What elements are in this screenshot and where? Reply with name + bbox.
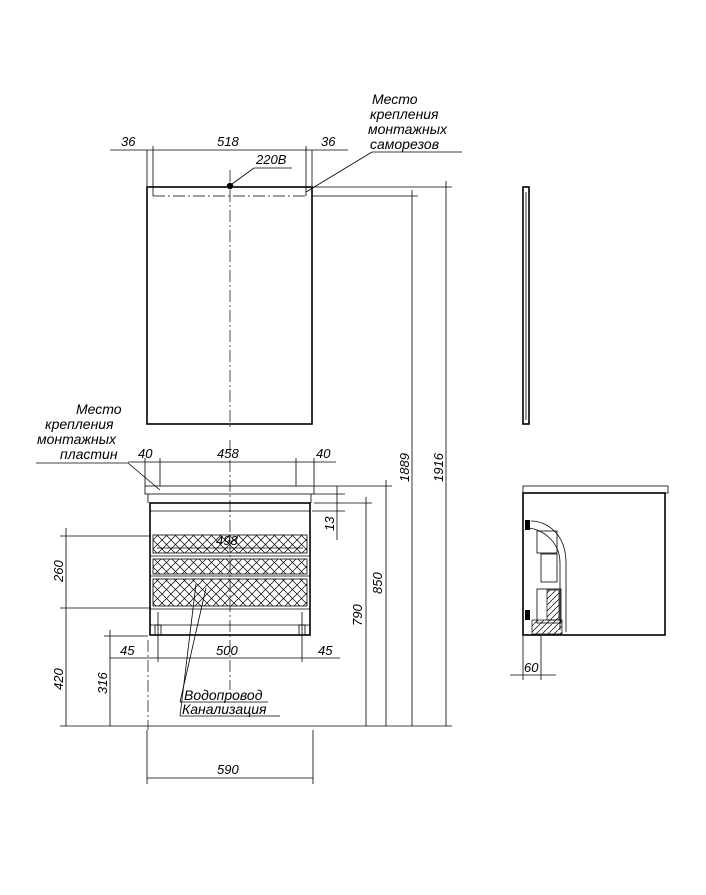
dim-mirror-span: 518 (217, 134, 239, 149)
mirror-mount-note-2: крепления (370, 106, 439, 122)
mirror-outline (146, 186, 313, 425)
dim-mirror-right-margin: 36 (321, 134, 336, 149)
dim-cabinet-offset-right: 45 (318, 643, 333, 658)
mirror-mount-note-4: саморезов (370, 136, 439, 152)
dim-height-790: 790 (350, 604, 365, 626)
dim-sewer-height: 316 (95, 672, 110, 694)
cabinet-mount-note-4: пластин (60, 446, 118, 462)
mirror-side-view (522, 186, 530, 425)
cabinet-mount-note-2: крепления (45, 416, 114, 432)
dim-mirror-left-margin: 36 (121, 134, 136, 149)
cabinet-side-view: 60 (510, 485, 669, 680)
dim-top-thickness: 13 (322, 516, 337, 531)
water-supply-label: Водопровод (184, 687, 263, 703)
dim-height-1916: 1916 (431, 452, 446, 482)
countertop (144, 485, 315, 495)
dim-overall-width: 590 (217, 762, 239, 777)
dim-cabinet-offset-left: 45 (120, 643, 135, 658)
dim-plate-left: 40 (138, 446, 153, 461)
dim-drawer-height: 260 (51, 560, 66, 583)
power-outlet-icon (226, 182, 234, 190)
mirror-mount-note-3: монтажных (368, 121, 448, 137)
dim-height-1889: 1889 (397, 453, 412, 482)
cabinet-front-view: 40 458 40 Место крепления монтажных плас… (36, 181, 452, 784)
dim-inner-width: 498 (216, 533, 238, 548)
dim-cabinet-span: 500 (216, 643, 238, 658)
power-label: 220В (255, 152, 287, 167)
cabinet-mount-note-1: Место (76, 401, 122, 417)
side-cabinet-body (522, 492, 666, 636)
dim-plate-right: 40 (316, 446, 331, 461)
cabinet-mount-note-3: монтажных (37, 431, 117, 447)
dim-pipe-height: 420 (51, 668, 66, 690)
side-countertop (522, 485, 669, 494)
dim-plate-span: 458 (217, 446, 239, 461)
sewer-label: Канализация (182, 701, 267, 717)
dim-height-850: 850 (370, 572, 385, 594)
mirror-front-view: 220В 36 518 36 Место крепления монтажных… (110, 91, 462, 430)
mirror-mount-note-1: Место (372, 91, 418, 107)
dim-side-depth: 60 (524, 660, 539, 675)
mirror-side-profile (522, 186, 530, 425)
